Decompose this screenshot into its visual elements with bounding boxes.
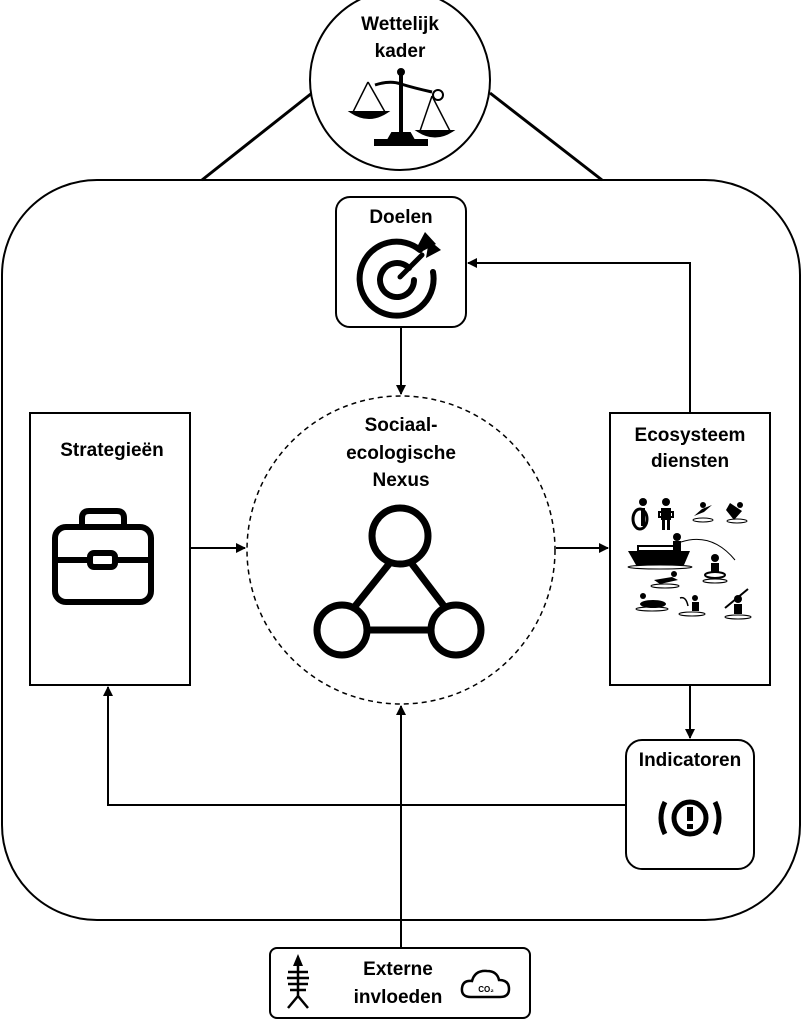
indicators-label: Indicatoren (639, 750, 741, 771)
strategies-label: Strategieën (60, 440, 163, 461)
arrow-ecosystem-to-goals (467, 258, 691, 413)
co2-cloud-icon: CO₂ (460, 969, 511, 999)
nexus-label-line2: ecologische (346, 443, 456, 464)
briefcase-icon (52, 508, 154, 605)
nexus-label-line3: Nexus (372, 470, 429, 491)
scales-icon (347, 68, 456, 146)
ecosystem-node: Ecosysteem diensten (609, 412, 771, 686)
external-node: Externe invloeden CO₂ (269, 947, 531, 1019)
strategies-node: Strategieën (29, 412, 191, 686)
co2-text: CO₂ (478, 985, 494, 994)
target-icon (356, 232, 441, 319)
legal-connector-right (489, 91, 603, 182)
legal-connector-left (201, 91, 313, 182)
external-label-line2: invloeden (354, 987, 443, 1008)
water-activities-icon (627, 498, 752, 620)
warning-icon (658, 799, 722, 837)
external-label-line1: Externe (363, 959, 433, 980)
legal-label-line1: Wettelijk (361, 14, 439, 35)
nexus-node: Sociaal- ecologische Nexus (246, 395, 556, 705)
arrow-indicators-to-strategies (103, 686, 626, 806)
goals-node: Doelen (335, 196, 467, 328)
goals-label: Doelen (369, 207, 432, 228)
legal-label-line2: kader (375, 41, 426, 62)
legal-framework-node: Wettelijk kader (309, 0, 491, 171)
nexus-label-line1: Sociaal- (365, 415, 438, 436)
indicators-node: Indicatoren (625, 739, 755, 870)
ecosystem-label-line1: Ecosysteem (635, 425, 746, 446)
ecosystem-label-line2: diensten (651, 451, 729, 472)
fish-skeleton-icon (287, 954, 309, 1009)
network-triangle-icon (313, 504, 485, 659)
